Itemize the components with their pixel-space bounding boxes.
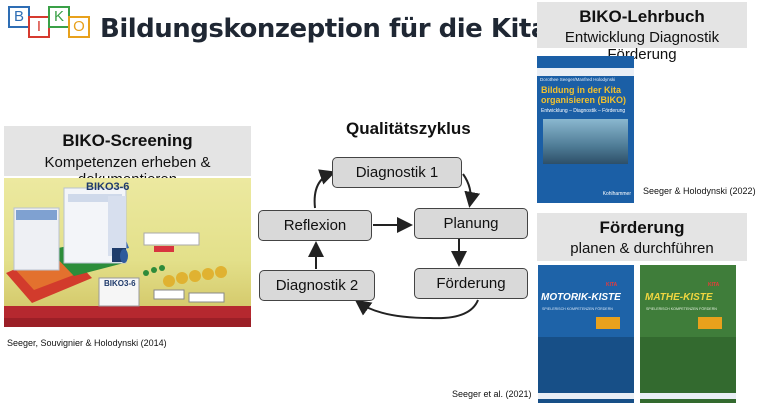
- mathe-bottom-strip: [640, 393, 736, 399]
- motorik-kita-badge: [596, 317, 620, 329]
- mathe-tag: KITA: [708, 282, 720, 288]
- arrow-foerderung-diag2: [354, 299, 479, 320]
- node-reflexion: Reflexion: [258, 210, 372, 241]
- mathe-lower-panel: [640, 337, 736, 403]
- screening-photo: BIKO3-6 BIKO3-6: [4, 178, 251, 327]
- book-title: Bildung in der Kita organisieren (BIKO): [541, 85, 627, 105]
- logo-letter-o: O: [68, 16, 90, 38]
- biko-logo: B I K O: [8, 6, 92, 50]
- foerderung-title: Förderung: [599, 218, 685, 237]
- lehrbuch-caption: Seeger & Holodynski (2022): [643, 186, 756, 196]
- motorik-lower-panel: [538, 337, 634, 403]
- mathe-title: MATHE-KISTE: [645, 292, 713, 303]
- node-diagnostik-1: Diagnostik 1: [332, 157, 462, 188]
- node-planung: Planung: [414, 208, 528, 239]
- motorik-title: MOTORIK-KISTE: [541, 292, 621, 303]
- screening-title: BIKO-Screening: [62, 131, 193, 150]
- foerderung-header: Förderung planen & durchführen: [537, 213, 747, 261]
- page-title: Bildungskonzeption für die Kita: [100, 14, 548, 44]
- lehrbuch-title: BIKO-Lehrbuch: [579, 7, 705, 26]
- screening-box-label-2: BIKO3-6: [104, 279, 136, 288]
- foerderung-caption: Seeger et al. (2021): [452, 389, 532, 399]
- motorik-tag: KITA: [606, 282, 618, 288]
- screening-caption: Seeger, Souvignier & Holodynski (2014): [7, 338, 167, 348]
- screening-materials-illustration: [4, 187, 251, 327]
- mathe-subtitle: SPIELERISCH KOMPETENZEN FÖRDERN: [646, 307, 717, 311]
- motorik-kiste-cover: KITA MOTORIK-KISTE SPIELERISCH KOMPETENZ…: [538, 265, 634, 403]
- book-cover-photo: [543, 119, 628, 164]
- book-top-band: [537, 68, 634, 76]
- mathe-kiste-cover: KITA MATHE-KISTE SPIELERISCH KOMPETENZEN…: [640, 265, 736, 403]
- node-diagnostik-2: Diagnostik 2: [259, 270, 375, 301]
- book-authors: Dorothee Seeger/Manfred Holodynski: [540, 77, 616, 82]
- cycle-title: Qualitätszyklus: [346, 119, 471, 138]
- book-publisher: Kohlhammer: [602, 191, 631, 197]
- lehrbuch-header: BIKO-Lehrbuch Entwicklung Diagnostik För…: [537, 2, 747, 63]
- motorik-bottom-strip: [538, 393, 634, 399]
- mathe-kita-badge: [698, 317, 722, 329]
- book-subtitle: Entwicklung – Diagnostik – Förderung: [541, 108, 626, 114]
- node-foerderung: Förderung: [414, 268, 528, 299]
- screening-box-label-1: BIKO3-6: [86, 181, 130, 193]
- motorik-subtitle: SPIELERISCH KOMPETENZEN FÖRDERN: [542, 307, 613, 311]
- lehrbuch-cover: Dorothee Seeger/Manfred Holodynski Bildu…: [537, 56, 634, 203]
- foerderung-subtitle: planen & durchführen: [570, 240, 714, 257]
- arrow-reflexion-diag1: [313, 169, 336, 209]
- arrow-diag1-planung: [462, 173, 481, 208]
